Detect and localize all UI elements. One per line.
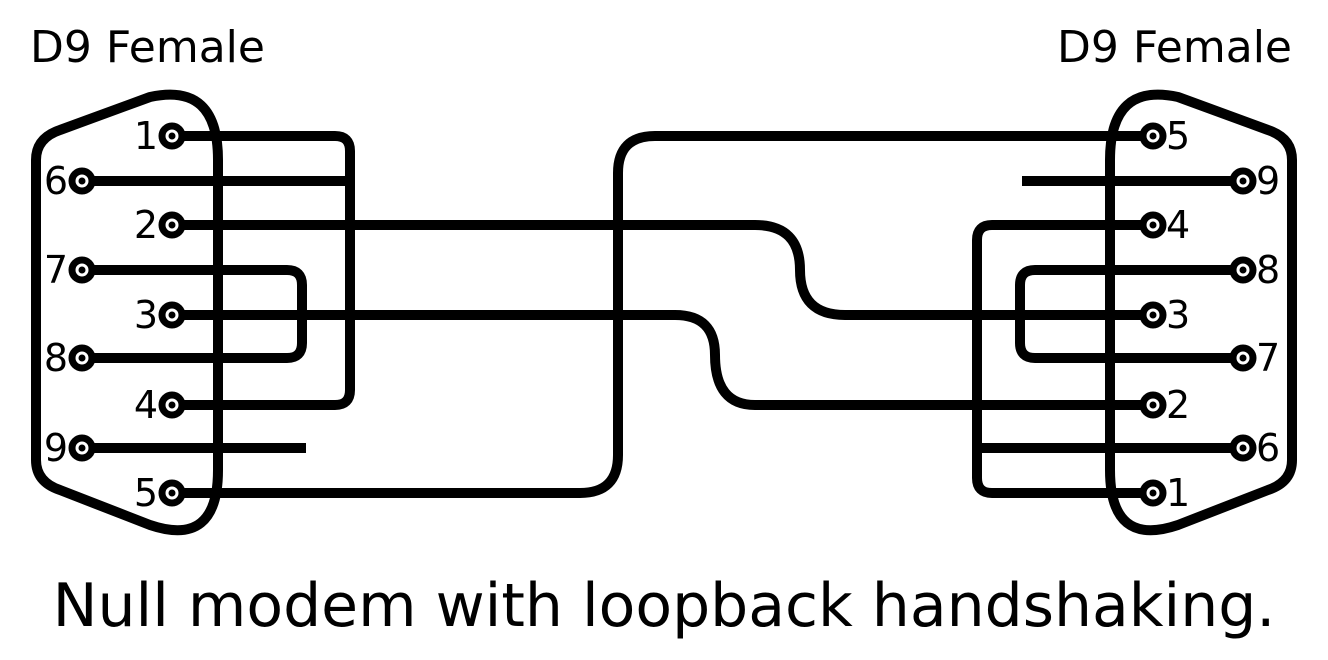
left-pin-7-dot xyxy=(78,266,86,274)
left-connector-title: D9 Female xyxy=(30,22,265,73)
right-pin-1-dot xyxy=(1149,489,1157,497)
left-pin-label-9: 9 xyxy=(44,426,68,470)
left-pin-2-dot xyxy=(168,221,176,229)
right-pin-5-dot xyxy=(1149,132,1157,140)
wire-left-2-to-right-3 xyxy=(172,220,1153,320)
left-pin-label-2: 2 xyxy=(134,203,158,247)
left-pin-label-5: 5 xyxy=(134,471,158,515)
left-pin-label-7: 7 xyxy=(44,248,68,292)
wire-right-loop-8-7 xyxy=(1015,265,1243,363)
wire-left-3-to-right-2 xyxy=(172,310,1153,410)
left-pin-label-6: 6 xyxy=(44,159,68,203)
right-pin-label-8: 8 xyxy=(1256,248,1280,292)
right-connector-shell xyxy=(1105,89,1297,536)
left-pin-label-4: 4 xyxy=(134,383,158,427)
right-connector-pins: 5 9 4 8 3 7 2 6 1 xyxy=(1139,114,1280,515)
left-connector-shell xyxy=(31,89,223,536)
left-pin-4-dot xyxy=(168,401,176,409)
diagram-caption: Null modem with loopback handshaking. xyxy=(53,571,1276,641)
wire-right-loop-4-6-1 xyxy=(972,220,1153,498)
right-pin-2-dot xyxy=(1149,401,1157,409)
right-pin-label-5: 5 xyxy=(1166,114,1190,158)
right-pin-label-6: 6 xyxy=(1256,426,1280,470)
right-pin-9-dot xyxy=(1239,177,1247,185)
right-pin-label-3: 3 xyxy=(1166,293,1190,337)
right-pin-label-1: 1 xyxy=(1166,471,1190,515)
left-connector-pins: 1 6 2 7 3 8 4 9 5 xyxy=(44,114,186,515)
right-pin-label-4: 4 xyxy=(1166,203,1190,247)
wire-left-loop-1-4 xyxy=(172,131,355,410)
left-pin-label-1: 1 xyxy=(134,114,158,158)
right-pin-label-9: 9 xyxy=(1256,159,1280,203)
left-pin-label-3: 3 xyxy=(134,293,158,337)
right-pin-label-2: 2 xyxy=(1166,383,1190,427)
left-pin-1-dot xyxy=(168,132,176,140)
right-connector-title: D9 Female xyxy=(1057,22,1292,73)
wires xyxy=(82,131,1243,498)
left-pin-label-8: 8 xyxy=(44,336,68,380)
left-pin-8-dot xyxy=(78,354,86,362)
left-pin-6-dot xyxy=(78,177,86,185)
left-pin-3-dot xyxy=(168,311,176,319)
right-pin-8-dot xyxy=(1239,266,1247,274)
right-pin-4-dot xyxy=(1149,221,1157,229)
left-pin-9-dot xyxy=(78,444,86,452)
right-pin-3-dot xyxy=(1149,311,1157,319)
right-pin-6-dot xyxy=(1239,444,1247,452)
right-pin-7-dot xyxy=(1239,354,1247,362)
left-pin-5-dot xyxy=(168,489,176,497)
right-pin-label-7: 7 xyxy=(1256,336,1280,380)
